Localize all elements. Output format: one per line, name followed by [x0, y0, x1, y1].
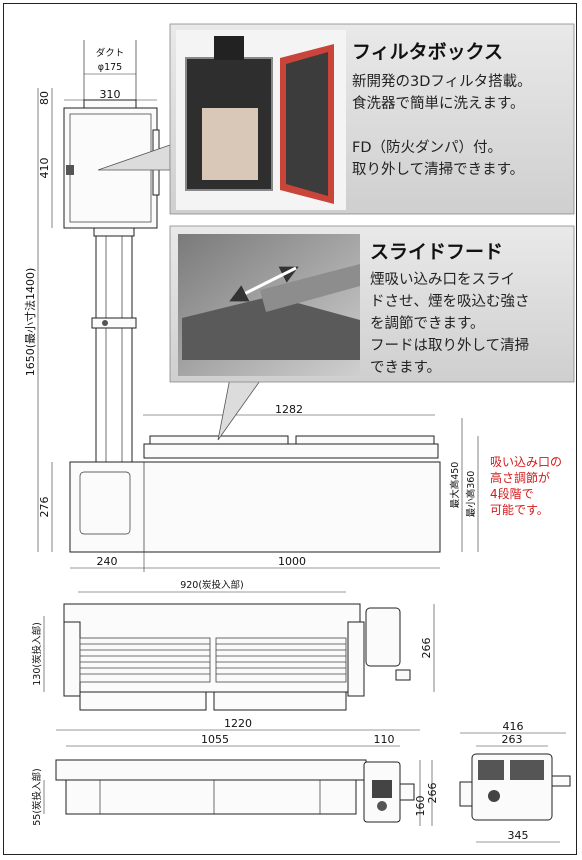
top-view-tray-right	[213, 691, 347, 711]
height-160-label: 160	[414, 796, 427, 817]
slide-hood-title: スライドフード	[370, 241, 503, 263]
height-adjust-note: 吸い込み口の 高さ調節が 4段階で 可能です。	[490, 455, 562, 517]
bottom-hood-top	[55, 759, 367, 781]
max-height-label: 最大高450	[449, 462, 461, 509]
top-view-left-cap	[63, 621, 81, 697]
filter-line-4: FD（防火ダンパ）付。	[352, 139, 502, 156]
page-frame	[3, 3, 577, 855]
hood-rail	[143, 443, 439, 459]
hood-line-2: ドさせ、煙を吸込む強さ	[370, 293, 530, 310]
note-line-3: 4段階で	[490, 486, 534, 501]
total-height-label: 1650(最小寸法1400)	[23, 268, 37, 377]
side-view-outlet	[551, 775, 571, 787]
filter-line-5: 取り外して清掃できます。	[352, 160, 524, 178]
clamp-knob-icon	[102, 320, 108, 326]
box-latch-icon	[66, 165, 74, 175]
width-345-label: 345	[508, 829, 529, 842]
filter-photo-door-inner	[286, 52, 328, 196]
bottom-blower-knob-icon	[377, 801, 387, 811]
min-height-label: 最小高360	[465, 471, 477, 518]
side-view-knob-icon	[488, 790, 500, 802]
hood-photo-rail	[260, 264, 360, 312]
base-access-panel	[79, 471, 131, 535]
total-width-label: 1220	[224, 717, 252, 730]
top-view-tray-left	[79, 691, 207, 711]
duct-label: ダクト	[96, 47, 125, 59]
base-body-outline	[69, 461, 441, 553]
top-view-blower	[365, 607, 401, 667]
note-line-1: 吸い込み口の	[490, 455, 562, 469]
bottom-inlet-label: 55(炭投入部)	[31, 768, 43, 826]
inlet-width-label: 920(炭投入部)	[180, 579, 244, 591]
duct-collar	[83, 99, 137, 109]
top-view-right-cap	[347, 621, 365, 697]
pole-flange	[93, 227, 135, 237]
width-263-label: 263	[502, 733, 523, 746]
bottom-body	[65, 779, 357, 815]
top-view: 920(炭投入部) 130(炭投入部) 266	[31, 579, 435, 711]
top-view-connector	[395, 669, 411, 681]
bottom-connector	[399, 783, 415, 801]
side-view-vent	[478, 760, 504, 780]
height-266-label: 266	[426, 783, 439, 804]
filter-box-title: フィルタボックス	[352, 41, 503, 63]
top-offset-label: 80	[38, 91, 51, 105]
box-height-label: 410	[38, 158, 51, 179]
duct-diameter: φ175	[98, 62, 122, 73]
filter-photo-duct	[214, 36, 244, 60]
depth-label: 266	[420, 638, 433, 659]
slide-hood-callout: スライドフード 煙吸い込み口をスライ ドさせ、煙を吸込む強さ を調節できます。 …	[169, 225, 575, 441]
bottom-blower-grille	[372, 780, 392, 798]
pole-clamp	[91, 317, 137, 329]
filter-line-1: 新開発の3Dフィルタ搭載。	[352, 73, 532, 90]
bottom-front-view: 1220 1055 110 55(炭投入部) 160 266	[31, 717, 439, 826]
hood-line-1: 煙吸い込み口をスライ	[370, 271, 515, 288]
bottom-side-view: 416 263 345	[459, 720, 571, 843]
left-width-label: 240	[97, 555, 118, 568]
body-width-label: 1055	[201, 733, 229, 746]
top-view-grille-right	[215, 637, 347, 683]
filter-line-2: 食洗器で簡単に洗えます。	[352, 95, 525, 112]
base-height-label: 276	[38, 497, 51, 518]
front-view: ダクト φ175 310 1282 1650(最小寸法1400)	[23, 40, 479, 572]
inlet-depth-label: 130(炭投入部)	[31, 622, 43, 686]
top-view-grille-left	[79, 637, 211, 683]
hood-line-3: を調節できます。	[370, 314, 485, 332]
box-width-label: 310	[100, 88, 121, 101]
filter-photo-mesh	[202, 108, 258, 180]
slide-hood-right	[295, 435, 435, 445]
hood-line-4: フードは取り外して清掃	[370, 336, 529, 354]
right-width-label: 1000	[278, 555, 306, 568]
hood-photo-surface	[182, 296, 360, 360]
hood-callout-pointer	[217, 377, 263, 441]
side-view-left-flange	[459, 781, 473, 807]
right-part-label: 110	[374, 733, 395, 746]
note-line-4: 可能です。	[490, 503, 549, 517]
hood-line-5: できます。	[370, 359, 441, 376]
side-view-vent-2	[510, 760, 544, 780]
hood-slide-arrow-back-icon	[229, 266, 297, 302]
hood-width-label: 1282	[275, 403, 303, 416]
note-line-2: 高さ調節が	[490, 470, 550, 485]
top-view-grille-bars	[80, 643, 346, 675]
width-416-label: 416	[503, 720, 524, 733]
filter-box-callout: フィルタボックス 新開発の3Dフィルタ搭載。 食洗器で簡単に洗えます。 FD（防…	[97, 23, 575, 215]
